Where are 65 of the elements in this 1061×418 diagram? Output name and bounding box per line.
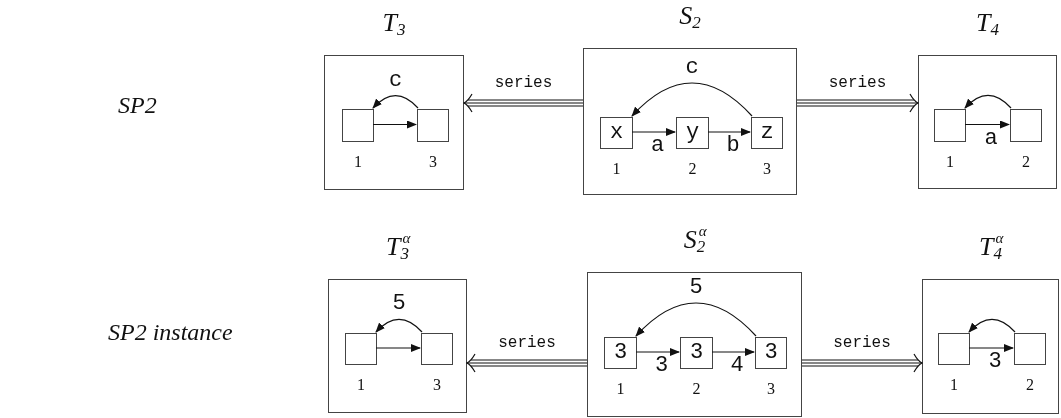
curved-arrow	[631, 82, 753, 117]
vertex-box	[755, 337, 787, 369]
position-number: 1	[949, 377, 959, 393]
arrow	[711, 348, 755, 356]
arrow	[635, 348, 680, 356]
position-number: 1	[356, 377, 366, 393]
curved-arrow	[375, 318, 423, 333]
vertex-box	[934, 109, 966, 142]
panel-title: T$_{3}$	[382, 10, 406, 36]
arrow	[968, 344, 1014, 352]
curved-arrow	[635, 302, 757, 337]
double-arrow	[466, 353, 588, 373]
curved-arrow	[964, 94, 1012, 109]
position-number: 2	[691, 381, 702, 397]
edge-label: series	[828, 75, 887, 91]
vertex-box	[938, 333, 970, 365]
arrow	[375, 344, 421, 352]
vertex-box	[600, 117, 633, 149]
position-number: 3	[432, 377, 442, 393]
panel-title: S$_{2}$	[679, 3, 701, 29]
vertex-box	[345, 333, 377, 365]
double-arrow	[463, 93, 584, 113]
arrow	[631, 128, 676, 136]
vertex-label: 3	[613, 342, 628, 364]
vertex-box	[1010, 109, 1042, 142]
vertex-label: x	[609, 122, 624, 144]
vertex-box	[751, 117, 783, 149]
position-number: 2	[1021, 154, 1031, 170]
position-number: 1	[615, 381, 626, 397]
arrow	[707, 128, 751, 136]
vertex-label: z	[760, 122, 774, 144]
row-label: SP2 instance	[108, 320, 233, 344]
curved-arrow	[372, 95, 419, 109]
position-number: 1	[611, 161, 622, 177]
edge-label: series	[494, 75, 553, 91]
position-number: 3	[766, 381, 776, 397]
vertex-box	[676, 117, 709, 149]
edge-label: 5	[392, 293, 406, 316]
vertex-box	[417, 109, 449, 142]
vertex-label: 3	[764, 342, 778, 364]
double-arrow	[796, 93, 919, 113]
vertex-box	[1014, 333, 1046, 365]
arrow	[372, 120, 417, 129]
vertex-box	[604, 337, 637, 369]
vertex-box	[342, 109, 374, 142]
position-number: 3	[762, 161, 772, 177]
edge-label: c	[388, 69, 403, 92]
vertex-box	[421, 333, 453, 365]
edge-label: 5	[689, 277, 703, 299]
panel-title: T$_{4}$	[976, 10, 999, 36]
edge-label: series	[833, 335, 891, 351]
double-arrow	[801, 353, 923, 373]
position-number: 3	[428, 154, 438, 170]
edge-label: c	[685, 57, 699, 79]
position-number: 2	[687, 161, 698, 177]
vertex-label: y	[685, 122, 700, 144]
curved-arrow	[968, 318, 1016, 333]
arrow	[964, 120, 1010, 129]
position-number: 2	[1025, 377, 1035, 393]
position-number: 1	[945, 154, 955, 170]
position-number: 1	[353, 154, 363, 170]
edge-label: series	[498, 335, 556, 351]
vertex-box	[680, 337, 713, 369]
vertex-label: 3	[689, 342, 704, 364]
row-label: SP2	[118, 93, 157, 117]
